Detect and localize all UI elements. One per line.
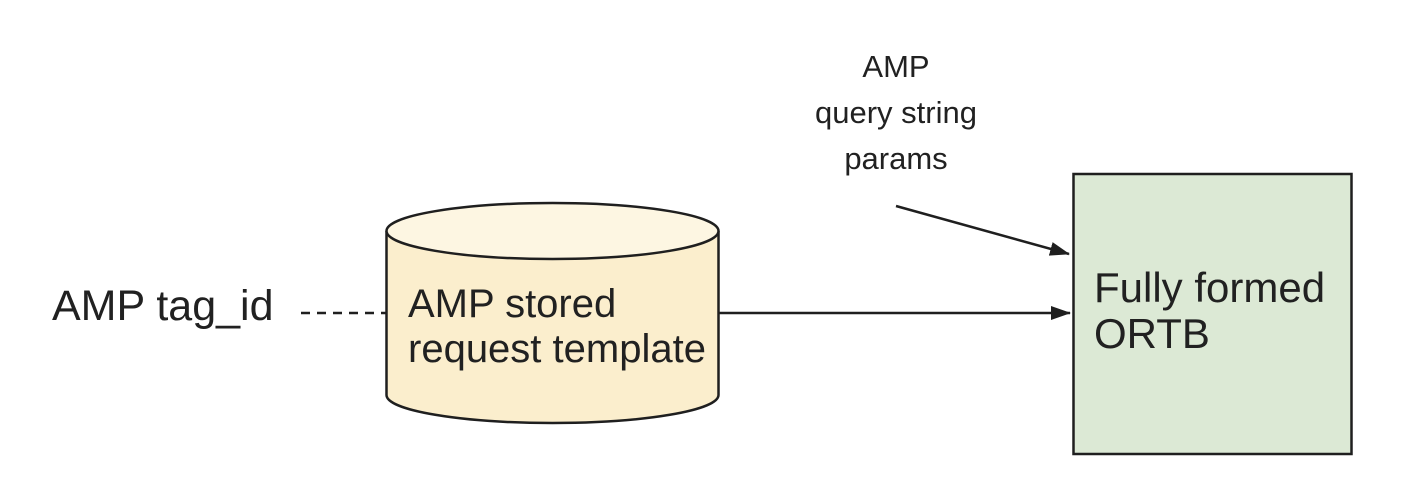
stored-request-template-label: AMP stored request template <box>408 282 706 371</box>
amp-query-string-params-label: AMP query string params <box>815 49 977 176</box>
edge-queryparams-to-ortb-box <box>895 204 1070 256</box>
stored-request-cylinder-shape <box>385 201 720 425</box>
fully-formed-ortb-label: Fully formed ORTB <box>1094 264 1326 357</box>
cylinder-top <box>385 201 720 261</box>
ortb-box-shape <box>1072 172 1353 456</box>
cylinder-body <box>385 231 720 425</box>
amp-tag-id-label: AMP tag_id <box>52 282 274 330</box>
